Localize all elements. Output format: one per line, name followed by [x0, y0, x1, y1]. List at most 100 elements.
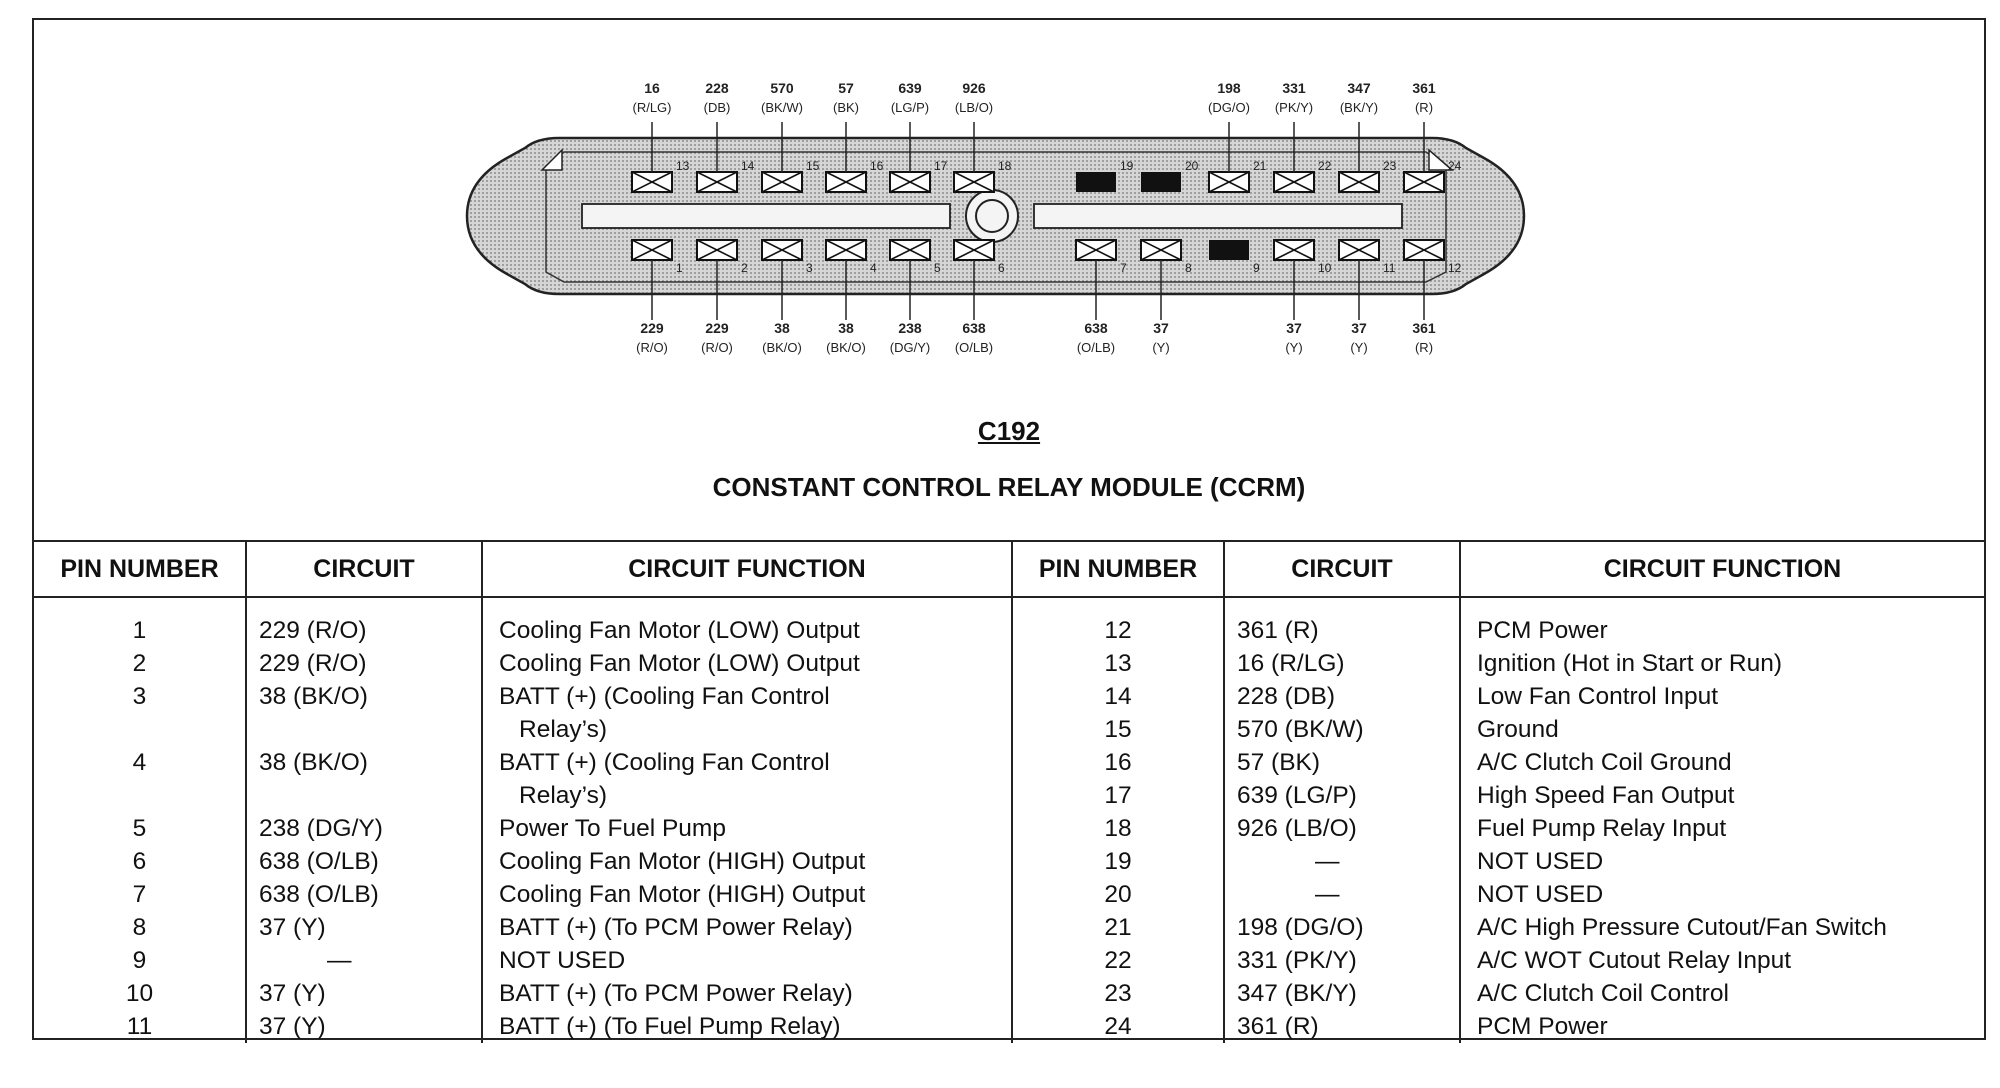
header-circuit-function-right: CIRCUIT FUNCTION [1460, 542, 1984, 598]
pin-number-13: 13 [676, 159, 690, 173]
pin-number-cell: 22 [1104, 947, 1132, 974]
circuit-cell: 361 (R) [1237, 617, 1319, 644]
wire-label-pin-5: 238(DG/Y) [890, 318, 930, 358]
circuit-cell: 570 (BK/W) [1237, 716, 1364, 743]
pin-number-cell: 24 [1104, 1013, 1132, 1040]
pin-number-cell: 5 [132, 815, 147, 842]
wire-label-pin-14: 228(DB) [704, 78, 731, 118]
circuit-function-cell: BATT (+) (Cooling Fan Control [499, 749, 830, 776]
pin-number-21: 21 [1253, 159, 1267, 173]
circuit-function-cell: Fuel Pump Relay Input [1477, 815, 1727, 842]
circuit-function-cell: Ignition (Hot in Start or Run) [1477, 650, 1783, 677]
circuit-function-cell: NOT USED [499, 947, 626, 974]
pin-number-3: 3 [806, 261, 813, 275]
wire-color: (BK/W) [761, 100, 803, 115]
connector-title: CONSTANT CONTROL RELAY MODULE (CCRM) [712, 472, 1306, 502]
pin-number-cell: 16 [1104, 749, 1132, 776]
circuit-function-cell: PCM Power [1477, 617, 1608, 644]
pin-cavity-1: 1 [631, 239, 683, 275]
circuit-number: 37 [1153, 320, 1169, 336]
wire-label-pin-13: 16(R/LG) [633, 78, 672, 118]
circuit-number: 229 [705, 320, 729, 336]
pin-number-cell: 4 [132, 749, 147, 776]
circuit-cell: 926 (LB/O) [1237, 815, 1357, 842]
circuit-function-cell: BATT (+) (To Fuel Pump Relay) [499, 1013, 841, 1040]
circuit-function-cell: Cooling Fan Motor (LOW) Output [499, 650, 860, 677]
circuit-number: 639 [898, 80, 922, 96]
circuit-number: 638 [1084, 320, 1108, 336]
pin-number-cell: 2 [132, 650, 147, 677]
circuit-number: 38 [774, 320, 790, 336]
circuit-cell: 228 (DB) [1237, 683, 1336, 710]
wire-color: (R/LG) [632, 100, 672, 115]
wire-label-pin-22: 331(PK/Y) [1275, 78, 1313, 118]
pin-number-cell: 15 [1104, 716, 1132, 743]
pin-number-cell: 6 [132, 848, 147, 875]
circuit-function-cell: Cooling Fan Motor (LOW) Output [499, 617, 860, 644]
wire-label-pin-4: 38(BK/O) [826, 318, 866, 358]
wire-color: (O/LB) [1076, 340, 1116, 355]
wire-label-pin-16: 57(BK) [833, 78, 859, 118]
left-center-slot [581, 203, 951, 229]
pin-number-1: 1 [676, 261, 683, 275]
circuit-cell: 38 (BK/O) [259, 683, 368, 710]
circuit-function-cell: Relay’s) [519, 782, 608, 809]
wire-color: (LG/P) [890, 100, 930, 115]
connector-name: C192 [977, 416, 1041, 446]
pin-number-15: 15 [806, 159, 820, 173]
wire-color: (O/LB) [954, 340, 994, 355]
circuit-number: 238 [898, 320, 922, 336]
right-center-slot [1033, 203, 1403, 229]
pin-number-cell: 20 [1104, 881, 1132, 908]
pin-cavity-21: 21 [1208, 159, 1267, 193]
wire-color: (Y) [1350, 340, 1368, 355]
pinout-table: PIN NUMBER CIRCUIT CIRCUIT FUNCTION PIN … [34, 540, 1984, 1043]
pin-number-6: 6 [998, 261, 1005, 275]
left-circuit-column: 229 (R/O)229 (R/O)38 (BK/O)38 (BK/O)238 … [247, 598, 481, 1043]
pin-number-22: 22 [1318, 159, 1332, 173]
wire-label-pin-2: 229(R/O) [701, 318, 733, 358]
wire-color: (R/O) [636, 340, 668, 355]
circuit-function-cell: NOT USED [1477, 848, 1604, 875]
pin-cavity-13: 13 [631, 159, 690, 193]
pin-number-12: 12 [1448, 261, 1462, 275]
pin-number-14: 14 [741, 159, 755, 173]
circuit-function-cell: BATT (+) (Cooling Fan Control [499, 683, 830, 710]
pin-number-24: 24 [1448, 159, 1462, 173]
pin-number-cell: 9 [132, 947, 147, 974]
circuit-cell: 229 (R/O) [259, 617, 367, 644]
pin-cavity-3: 3 [761, 239, 813, 275]
circuit-cell: 238 (DG/Y) [259, 815, 383, 842]
circuit-number: 228 [705, 80, 729, 96]
pin-number-4: 4 [870, 261, 877, 275]
circuit-number: 57 [838, 80, 854, 96]
circuit-function-cell: Relay’s) [519, 716, 608, 743]
circuit-cell [247, 779, 481, 812]
header-pin-number-left: PIN NUMBER [34, 542, 247, 598]
circuit-cell: 229 (R/O) [259, 650, 367, 677]
wire-label-pin-7: 638 (O/LB) [1077, 318, 1115, 358]
pin-leader-lines [651, 122, 1425, 320]
pin-number-cell: 11 [126, 1013, 153, 1040]
wire-color: (LB/O) [954, 100, 994, 115]
circuit-function-cell: A/C WOT Cutout Relay Input [1477, 947, 1792, 974]
pin-cavity-7: 7 [1075, 239, 1127, 275]
circuit-number: 361 [1412, 80, 1436, 96]
circuit-function-cell: A/C High Pressure Cutout/Fan Switch [1477, 914, 1887, 941]
pin-number-cell: 19 [1104, 848, 1132, 875]
wire-label-pin-21: 198(DG/O) [1208, 78, 1250, 118]
wire-label-pin-6: 638 (O/LB) [955, 318, 993, 358]
pin-cavity-2: 2 [696, 239, 748, 275]
circuit-cell: 16 (R/LG) [1237, 650, 1345, 677]
header-circuit-left: CIRCUIT [246, 542, 483, 598]
circuit-cell: 37 (Y) [259, 914, 326, 941]
pin-number-5: 5 [934, 261, 941, 275]
pin-cavity-18: 18 [953, 159, 1012, 193]
circuit-number: 638 [962, 320, 986, 336]
circuit-function-cell: Cooling Fan Motor (HIGH) Output [499, 848, 866, 875]
pin-number-11: 11 [1383, 261, 1396, 275]
circuit-function-cell: NOT USED [1477, 881, 1604, 908]
